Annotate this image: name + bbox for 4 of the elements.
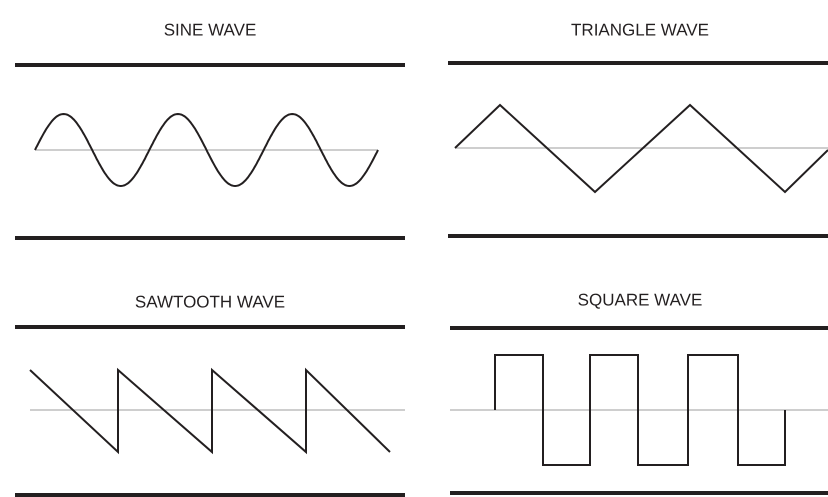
wave-title: SAWTOOTH WAVE — [134, 291, 286, 314]
wave-title: SQUARE WAVE — [578, 289, 702, 312]
wave-title: SINE WAVE — [164, 19, 256, 42]
wave-title: TRIANGLE WAVE — [571, 19, 709, 42]
